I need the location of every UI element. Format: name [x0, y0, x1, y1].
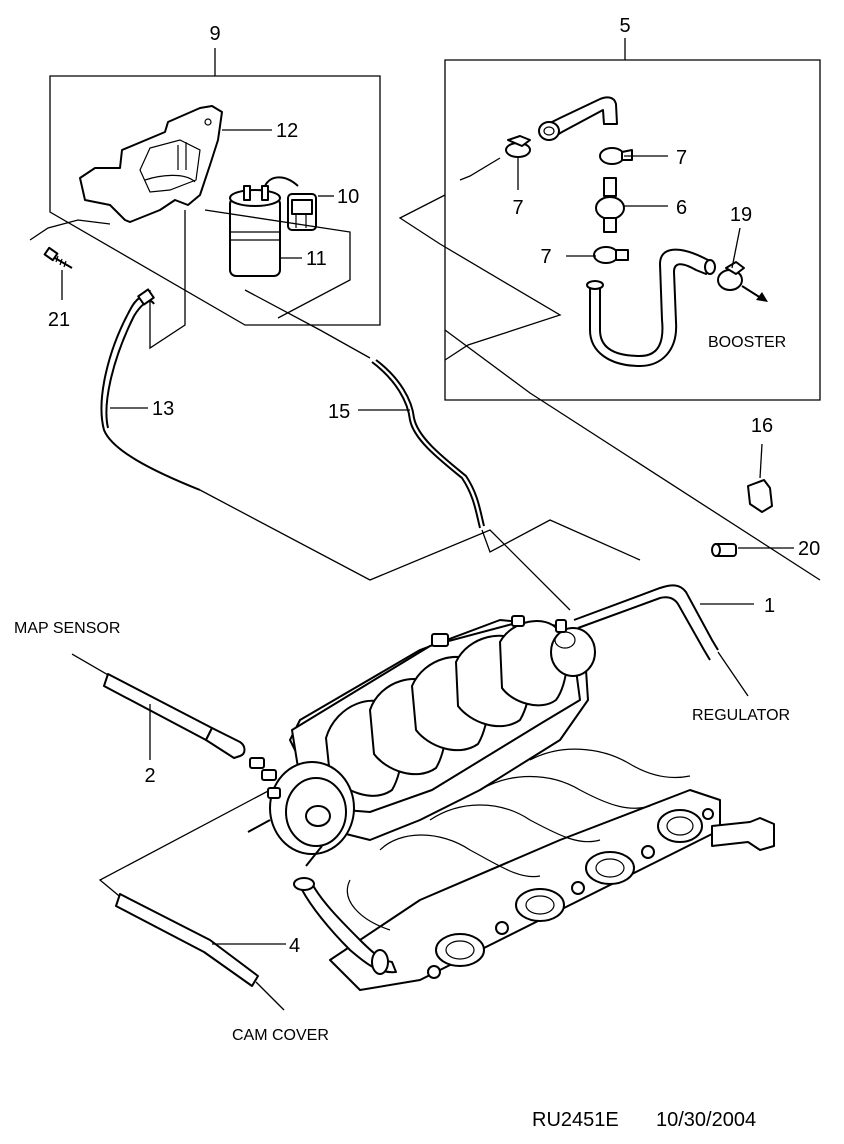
part-label-7-right: 7 — [676, 147, 687, 169]
cam-cover-hose — [98, 789, 286, 1011]
part-label-21: 21 — [48, 309, 70, 331]
map-sensor-label: MAP SENSOR — [14, 620, 120, 637]
figure-code: RU2451E — [532, 1109, 619, 1131]
map-sensor-hose — [71, 653, 246, 760]
vacuum-hose-13 — [100, 288, 571, 611]
hose-clamp-upper-right — [599, 147, 633, 165]
part-label-7-lower: 7 — [540, 246, 551, 268]
clip — [747, 443, 773, 513]
part-label-20: 20 — [798, 538, 820, 560]
part-label-4: 4 — [289, 935, 300, 957]
canister-bracket — [79, 105, 223, 223]
part-label-2: 2 — [144, 765, 155, 787]
canister — [229, 176, 299, 277]
part-label-6: 6 — [676, 197, 687, 219]
check-valve — [595, 177, 625, 233]
part-label-10: 10 — [337, 186, 359, 208]
vacuum-hose-15 — [244, 289, 641, 561]
part-label-16: 16 — [751, 415, 773, 437]
booster-hose — [586, 248, 716, 367]
booster-label: BOOSTER — [708, 334, 786, 351]
part-label-1: 1 — [764, 595, 775, 617]
clamp-booster — [717, 261, 768, 302]
part-labels: 9 5 12 10 11 21 7 7 7 6 19 13 15 16 20 1… — [14, 15, 820, 1131]
detail-box-booster — [398, 38, 821, 581]
part-label-15: 15 — [328, 401, 350, 423]
detail-box-canister — [49, 48, 381, 350]
part-label-5: 5 — [619, 15, 630, 37]
part-label-12: 12 — [276, 120, 298, 142]
hose-clamp-lower — [593, 246, 629, 264]
regulator-dome — [550, 619, 596, 677]
part-label-7-left: 7 — [512, 197, 523, 219]
intake-manifold — [247, 615, 775, 991]
part-label-13: 13 — [152, 398, 174, 420]
regulator-hose — [573, 584, 754, 697]
part-label-9: 9 — [209, 23, 220, 45]
regulator-label: REGULATOR — [692, 707, 790, 724]
hose-clamp-upper-left — [505, 135, 531, 158]
part-label-19: 19 — [730, 204, 752, 226]
throttle-body — [247, 757, 355, 867]
elbow-hose — [538, 96, 618, 141]
part-label-11: 11 — [306, 248, 327, 270]
bolt — [43, 246, 73, 300]
cam-cover-label: CAM COVER — [232, 1027, 329, 1044]
hose-fitting — [711, 543, 794, 557]
figure-date: 10/30/2004 — [656, 1109, 756, 1131]
